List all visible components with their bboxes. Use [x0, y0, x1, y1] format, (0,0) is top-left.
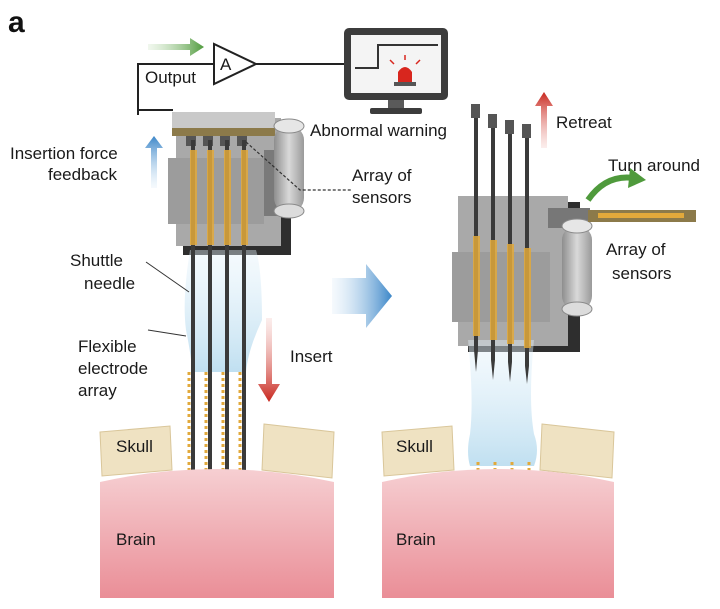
left-skull-piece-1: [99, 425, 173, 477]
skull-right-label: Skull: [396, 437, 433, 456]
array-sensors-right-label-2: sensors: [612, 264, 672, 283]
skull-left-label: Skull: [116, 437, 153, 456]
left-sensor-array: [172, 128, 275, 136]
right-flexible-electrode-gel: [468, 340, 537, 466]
alarm-icon: [389, 55, 421, 86]
left-brain: [100, 469, 334, 598]
amplifier-symbol: [213, 42, 259, 86]
right-skull-piece-2: [539, 423, 615, 479]
turn-around-label: Turn around: [608, 156, 700, 175]
green-flow-arrow: [148, 38, 204, 56]
abnormal-warning-label: Abnormal warning: [310, 121, 447, 140]
insert-arrow: [258, 318, 280, 402]
retreat-label: Retreat: [556, 113, 612, 132]
turn-around-arrow: [585, 174, 635, 202]
array-sensors-left-label-1: Array of: [352, 166, 412, 185]
brain-left-label: Brain: [116, 530, 156, 549]
flexible-leader-line: [147, 329, 187, 337]
insertion-force-arrow: [145, 136, 163, 188]
insert-label: Insert: [290, 347, 333, 366]
insertion-force-label-1: Insertion force: [10, 144, 118, 163]
left-flexible-electrode-gel: [184, 250, 262, 372]
sensor-leader-line: [245, 141, 352, 191]
array-sensors-left-label-2: sensors: [352, 188, 412, 207]
panel-label: a: [8, 6, 25, 39]
array-sensors-right-label-1: Array of: [606, 240, 666, 259]
transition-arrow: [332, 264, 392, 328]
flexible-electrode-label-1: Flexible: [78, 337, 137, 356]
flexible-electrode-label-2: electrode: [78, 359, 148, 378]
left-needle-array: [187, 140, 248, 490]
retreat-arrow: [535, 92, 553, 148]
turn-around-arrowhead: [628, 168, 646, 188]
output-label: Output: [145, 68, 196, 87]
shuttle-leader-line: [145, 261, 190, 293]
insertion-force-label-2: feedback: [48, 165, 117, 184]
shuttle-needle-label-2: needle: [84, 274, 135, 293]
amplifier-label: A: [220, 55, 232, 74]
brain-right-label: Brain: [396, 530, 436, 549]
left-skull-piece-2: [261, 423, 335, 479]
right-sensor-strip: [598, 213, 684, 218]
left-device: [168, 112, 305, 255]
right-brain: [382, 469, 614, 598]
feedback-circuit: A: [137, 42, 346, 115]
shuttle-needle-label-1: Shuttle: [70, 251, 123, 270]
monitor: [344, 28, 448, 114]
flexible-electrode-label-3: array: [78, 381, 117, 400]
right-skull-piece-1: [381, 425, 455, 477]
